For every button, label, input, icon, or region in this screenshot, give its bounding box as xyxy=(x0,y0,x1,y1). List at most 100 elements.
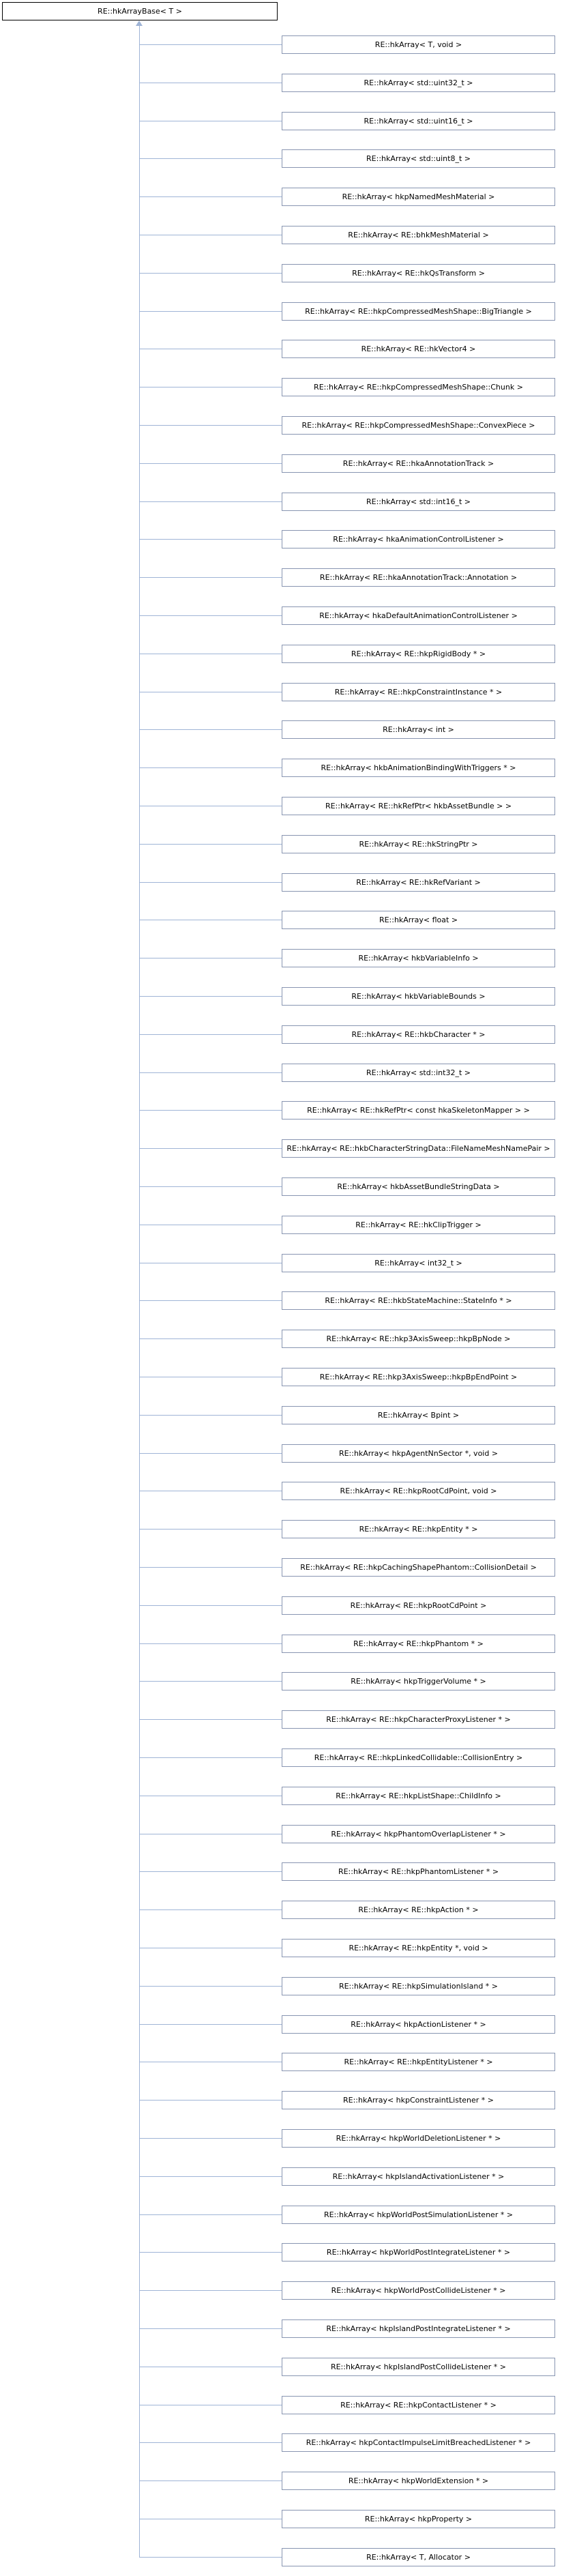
derived-class-node[interactable]: RE::hkArray< hkbAssetBundleStringData > xyxy=(282,1177,555,1196)
derived-class-node[interactable]: RE::hkArray< RE::hkpEntity *, void > xyxy=(282,1939,555,1957)
derived-class-node[interactable]: RE::hkArray< RE::hkpRootCdPoint, void > xyxy=(282,1482,555,1500)
inheritance-edge xyxy=(139,1605,282,1606)
derived-class-node[interactable]: RE::hkArray< hkbAnimationBindingWithTrig… xyxy=(282,759,555,777)
derived-class-node[interactable]: RE::hkArray< RE::hkpCachingShapePhantom:… xyxy=(282,1558,555,1577)
derived-class-node[interactable]: RE::hkArray< hkbVariableBounds > xyxy=(282,987,555,1006)
derived-class-node[interactable]: RE::hkArray< hkpWorldPostCollideListener… xyxy=(282,2281,555,2300)
derived-class-node[interactable]: RE::hkArray< RE::hkVector4 > xyxy=(282,340,555,358)
derived-class-node[interactable]: RE::hkArray< hkpContactImpulseLimitBreac… xyxy=(282,2433,555,2452)
derived-class-node[interactable]: RE::hkArray< RE::hkaAnnotationTrack::Ann… xyxy=(282,568,555,587)
derived-class-node[interactable]: RE::hkArray< RE::hkStringPtr > xyxy=(282,835,555,853)
derived-class-node[interactable]: RE::hkArray< T, Allocator > xyxy=(282,2548,555,2566)
inheritance-edge xyxy=(139,1034,282,1035)
derived-class-node[interactable]: RE::hkArray< RE::hkp3AxisSweep::hkpBpEnd… xyxy=(282,1368,555,1386)
derived-class-node[interactable]: RE::hkArray< RE::hkQsTransform > xyxy=(282,264,555,282)
derived-class-node[interactable]: RE::hkArray< hkaAnimationControlListener… xyxy=(282,530,555,548)
derived-class-node[interactable]: RE::hkArray< RE::hkpCompressedMeshShape:… xyxy=(282,302,555,321)
inheritance-edge xyxy=(139,2024,282,2025)
inheritance-edge xyxy=(139,501,282,502)
derived-class-node[interactable]: RE::hkArray< float > xyxy=(282,911,555,929)
derived-class-node[interactable]: RE::hkArray< RE::hkpEntity * > xyxy=(282,1520,555,1538)
inheritance-edge xyxy=(139,1986,282,1987)
derived-class-node[interactable]: RE::hkArray< hkpProperty > xyxy=(282,2510,555,2528)
derived-class-node[interactable]: RE::hkArray< RE::hkbCharacterStringData:… xyxy=(282,1139,555,1158)
derived-class-node[interactable]: RE::hkArray< RE::hkpSimulationIsland * > xyxy=(282,1977,555,1995)
inheritance-edge xyxy=(139,1148,282,1149)
inheritance-edge xyxy=(139,1719,282,1720)
inheritance-trunk xyxy=(139,25,140,2557)
inheritance-edge xyxy=(139,539,282,540)
inheritance-edge xyxy=(139,2176,282,2177)
derived-class-node[interactable]: RE::hkArray< RE::hkRefPtr< const hkaSkel… xyxy=(282,1101,555,1119)
derived-class-node[interactable]: RE::hkArray< RE::hkpPhantom * > xyxy=(282,1635,555,1653)
derived-class-node[interactable]: RE::hkArray< T, void > xyxy=(282,35,555,54)
inheritance-edge xyxy=(139,1453,282,1454)
derived-class-node[interactable]: RE::hkArray< RE::hkpEntityListener * > xyxy=(282,2053,555,2071)
derived-class-node[interactable]: RE::hkArray< hkpNamedMeshMaterial > xyxy=(282,188,555,206)
derived-class-node[interactable]: RE::hkArray< RE::hkpRootCdPoint > xyxy=(282,1596,555,1615)
derived-class-node[interactable]: RE::hkArray< RE::bhkMeshMaterial > xyxy=(282,226,555,244)
derived-class-node[interactable]: RE::hkArray< RE::hkpCompressedMeshShape:… xyxy=(282,416,555,435)
derived-class-node[interactable]: RE::hkArray< RE::hkpLinkedCollidable::Co… xyxy=(282,1748,555,1767)
derived-class-node[interactable]: RE::hkArray< RE::hkpListShape::ChildInfo… xyxy=(282,1787,555,1805)
derived-class-node[interactable]: RE::hkArray< hkpAgentNnSector *, void > xyxy=(282,1444,555,1463)
derived-class-node[interactable]: RE::hkArray< hkpWorldDeletionListener * … xyxy=(282,2129,555,2148)
derived-class-node[interactable]: RE::hkArray< hkpActionListener * > xyxy=(282,2015,555,2034)
derived-class-node[interactable]: RE::hkArray< RE::hkaAnnotationTrack > xyxy=(282,454,555,473)
derived-class-node[interactable]: RE::hkArray< hkpIslandPostIntegrateListe… xyxy=(282,2319,555,2338)
inheritance-edge xyxy=(139,2442,282,2443)
derived-class-node[interactable]: RE::hkArray< RE::hkRefVariant > xyxy=(282,873,555,892)
inheritance-edge xyxy=(139,463,282,464)
derived-class-node[interactable]: RE::hkArray< hkpPhantomOverlapListener *… xyxy=(282,1825,555,1843)
inheritance-edge xyxy=(139,2557,282,2558)
derived-class-node[interactable]: RE::hkArray< RE::hkbCharacter * > xyxy=(282,1025,555,1044)
derived-class-node[interactable]: RE::hkArray< std::uint16_t > xyxy=(282,112,555,130)
inheritance-edge xyxy=(139,882,282,883)
inheritance-edge xyxy=(139,1681,282,1682)
inheritance-edge xyxy=(139,273,282,274)
inheritance-edge xyxy=(139,425,282,426)
derived-class-node[interactable]: RE::hkArray< RE::hkClipTrigger > xyxy=(282,1216,555,1234)
inheritance-edge xyxy=(139,1643,282,1644)
derived-class-node[interactable]: RE::hkArray< Bpint > xyxy=(282,1406,555,1424)
inheritance-edge xyxy=(139,2100,282,2101)
derived-class-node[interactable]: RE::hkArray< hkpTriggerVolume * > xyxy=(282,1672,555,1690)
inheritance-edge xyxy=(139,158,282,159)
derived-class-node[interactable]: RE::hkArray< std::int16_t > xyxy=(282,493,555,511)
inheritance-edge xyxy=(139,844,282,845)
derived-class-node[interactable]: RE::hkArray< int32_t > xyxy=(282,1254,555,1272)
derived-class-node[interactable]: RE::hkArray< hkaDefaultAnimationControlL… xyxy=(282,606,555,625)
derived-class-node[interactable]: RE::hkArray< RE::hkpCharacterProxyListen… xyxy=(282,1710,555,1729)
inheritance-edge xyxy=(139,196,282,197)
derived-class-node[interactable]: RE::hkArray< std::int32_t > xyxy=(282,1064,555,1082)
derived-class-node[interactable]: RE::hkArray< RE::hkbStateMachine::StateI… xyxy=(282,1291,555,1310)
inheritance-edge xyxy=(139,1415,282,1416)
derived-class-node[interactable]: RE::hkArray< hkbVariableInfo > xyxy=(282,949,555,967)
derived-class-node[interactable]: RE::hkArray< hkpConstraintListener * > xyxy=(282,2091,555,2109)
inheritance-edge xyxy=(139,996,282,997)
derived-class-node[interactable]: RE::hkArray< std::uint8_t > xyxy=(282,149,555,168)
derived-class-node[interactable]: RE::hkArray< std::uint32_t > xyxy=(282,74,555,92)
derived-class-node[interactable]: RE::hkArray< RE::hkpConstraintInstance *… xyxy=(282,683,555,701)
derived-class-node[interactable]: RE::hkArray< RE::hkpContactListener * > xyxy=(282,2396,555,2414)
derived-class-node[interactable]: RE::hkArray< RE::hkpAction * > xyxy=(282,1901,555,1919)
inheritance-edge xyxy=(139,1338,282,1339)
derived-class-node[interactable]: RE::hkArray< RE::hkRefPtr< hkbAssetBundl… xyxy=(282,797,555,815)
derived-class-node[interactable]: RE::hkArray< hkpWorldExtension * > xyxy=(282,2472,555,2490)
derived-class-node[interactable]: RE::hkArray< int > xyxy=(282,720,555,739)
inheritance-edge xyxy=(139,1871,282,1872)
derived-class-node[interactable]: RE::hkArray< hkpIslandActivationListener… xyxy=(282,2167,555,2186)
inheritance-edge xyxy=(139,1186,282,1187)
derived-class-node[interactable]: RE::hkArray< RE::hkpCompressedMeshShape:… xyxy=(282,378,555,396)
derived-class-node[interactable]: RE::hkArray< RE::hkpRigidBody * > xyxy=(282,645,555,663)
derived-class-node[interactable]: RE::hkArray< RE::hkpPhantomListener * > xyxy=(282,1862,555,1881)
inheritance-edge xyxy=(139,2214,282,2215)
base-class-node[interactable]: RE::hkArrayBase< T > xyxy=(2,2,278,20)
derived-class-node[interactable]: RE::hkArray< RE::hkp3AxisSweep::hkpBpNod… xyxy=(282,1330,555,1348)
derived-class-node[interactable]: RE::hkArray< hkpIslandPostCollideListene… xyxy=(282,2358,555,2376)
inheritance-edge xyxy=(139,2480,282,2481)
inheritance-edge xyxy=(139,2252,282,2253)
derived-class-node[interactable]: RE::hkArray< hkpWorldPostIntegrateListen… xyxy=(282,2243,555,2262)
derived-class-node[interactable]: RE::hkArray< hkpWorldPostSimulationListe… xyxy=(282,2206,555,2224)
